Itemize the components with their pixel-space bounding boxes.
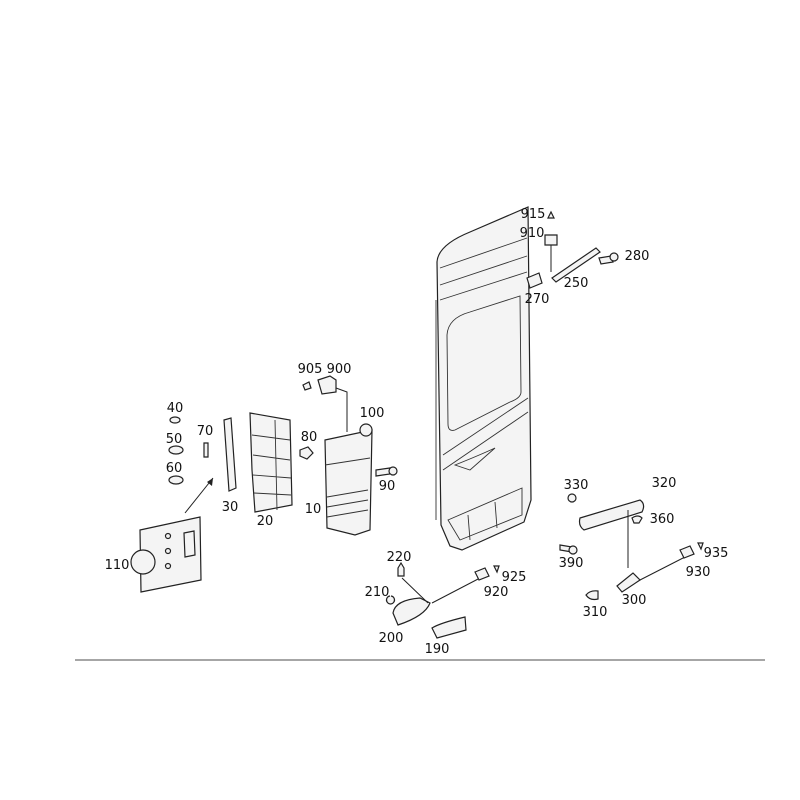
callout-915: 915 xyxy=(521,207,546,222)
callout-20: 20 xyxy=(257,514,274,529)
callout-190: 190 xyxy=(425,642,450,657)
license-plate-lamp-right xyxy=(559,493,704,601)
callout-920: 920 xyxy=(484,585,509,600)
callout-330: 330 xyxy=(564,478,589,493)
repair-kit xyxy=(130,516,202,593)
callout-50: 50 xyxy=(166,432,183,447)
callout-60: 60 xyxy=(166,461,183,476)
tail-light-housing xyxy=(299,375,398,536)
callout-220: 220 xyxy=(387,550,412,565)
callout-30: 30 xyxy=(222,500,239,515)
callout-200: 200 xyxy=(379,631,404,646)
callout-360: 360 xyxy=(650,512,675,527)
callout-90: 90 xyxy=(379,479,396,494)
callout-300: 300 xyxy=(622,593,647,608)
callout-270: 270 xyxy=(525,292,550,307)
tail-light-lens xyxy=(249,412,293,513)
callout-80: 80 xyxy=(301,430,318,445)
bulb-carrier xyxy=(168,416,237,514)
callout-390: 390 xyxy=(559,556,584,571)
callout-280: 280 xyxy=(625,249,650,264)
callout-905: 905 xyxy=(298,362,323,377)
callout-310: 310 xyxy=(583,605,608,620)
callout-935: 935 xyxy=(704,546,729,561)
callout-100: 100 xyxy=(360,406,385,421)
callout-labels: 915 910 280 250 270 905 900 100 40 70 80… xyxy=(105,207,729,657)
callout-930: 930 xyxy=(686,565,711,580)
callout-110: 110 xyxy=(105,558,130,573)
callout-910: 910 xyxy=(520,226,545,241)
rear-door xyxy=(435,206,532,551)
license-plate-lamp-left xyxy=(385,561,500,639)
callout-10: 10 xyxy=(305,502,322,517)
callout-925: 925 xyxy=(502,570,527,585)
callout-900: 900 xyxy=(327,362,352,377)
callout-70: 70 xyxy=(197,424,214,439)
callout-320: 320 xyxy=(652,476,677,491)
callout-250: 250 xyxy=(564,276,589,291)
third-brake-light-parts xyxy=(526,210,619,289)
callout-40: 40 xyxy=(167,401,184,416)
callout-210: 210 xyxy=(365,585,390,600)
